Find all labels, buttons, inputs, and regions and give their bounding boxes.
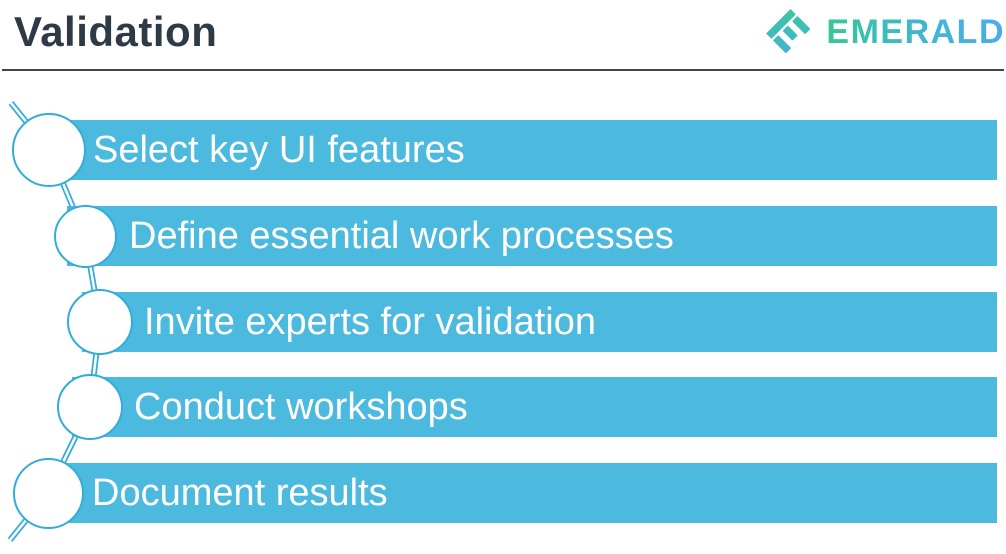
step-label: Invite experts for validation xyxy=(144,301,597,343)
step-bar: Document results xyxy=(30,463,997,523)
emerald-logo-icon xyxy=(766,9,811,54)
step-label: Define essential work processes xyxy=(129,215,674,257)
step-label: Select key UI features xyxy=(93,129,465,171)
step-bar: Define essential work processes xyxy=(67,206,997,266)
emerald-logo-text: EMERALD xyxy=(826,12,1005,51)
step-circle xyxy=(12,457,84,529)
step-circle xyxy=(53,204,117,268)
step-bar: Invite experts for validation xyxy=(82,292,997,352)
step-label: Conduct workshops xyxy=(134,386,468,428)
title-divider xyxy=(2,69,1004,71)
page-title: Validation xyxy=(14,8,218,55)
step-bar: Select key UI features xyxy=(31,120,997,180)
step-circle xyxy=(12,113,86,187)
step-circle xyxy=(67,289,133,355)
emerald-logo: EMERALD xyxy=(763,6,1005,58)
step-bar: Conduct workshops xyxy=(72,377,997,437)
step-label: Document results xyxy=(92,472,388,514)
step-circle xyxy=(57,374,123,440)
